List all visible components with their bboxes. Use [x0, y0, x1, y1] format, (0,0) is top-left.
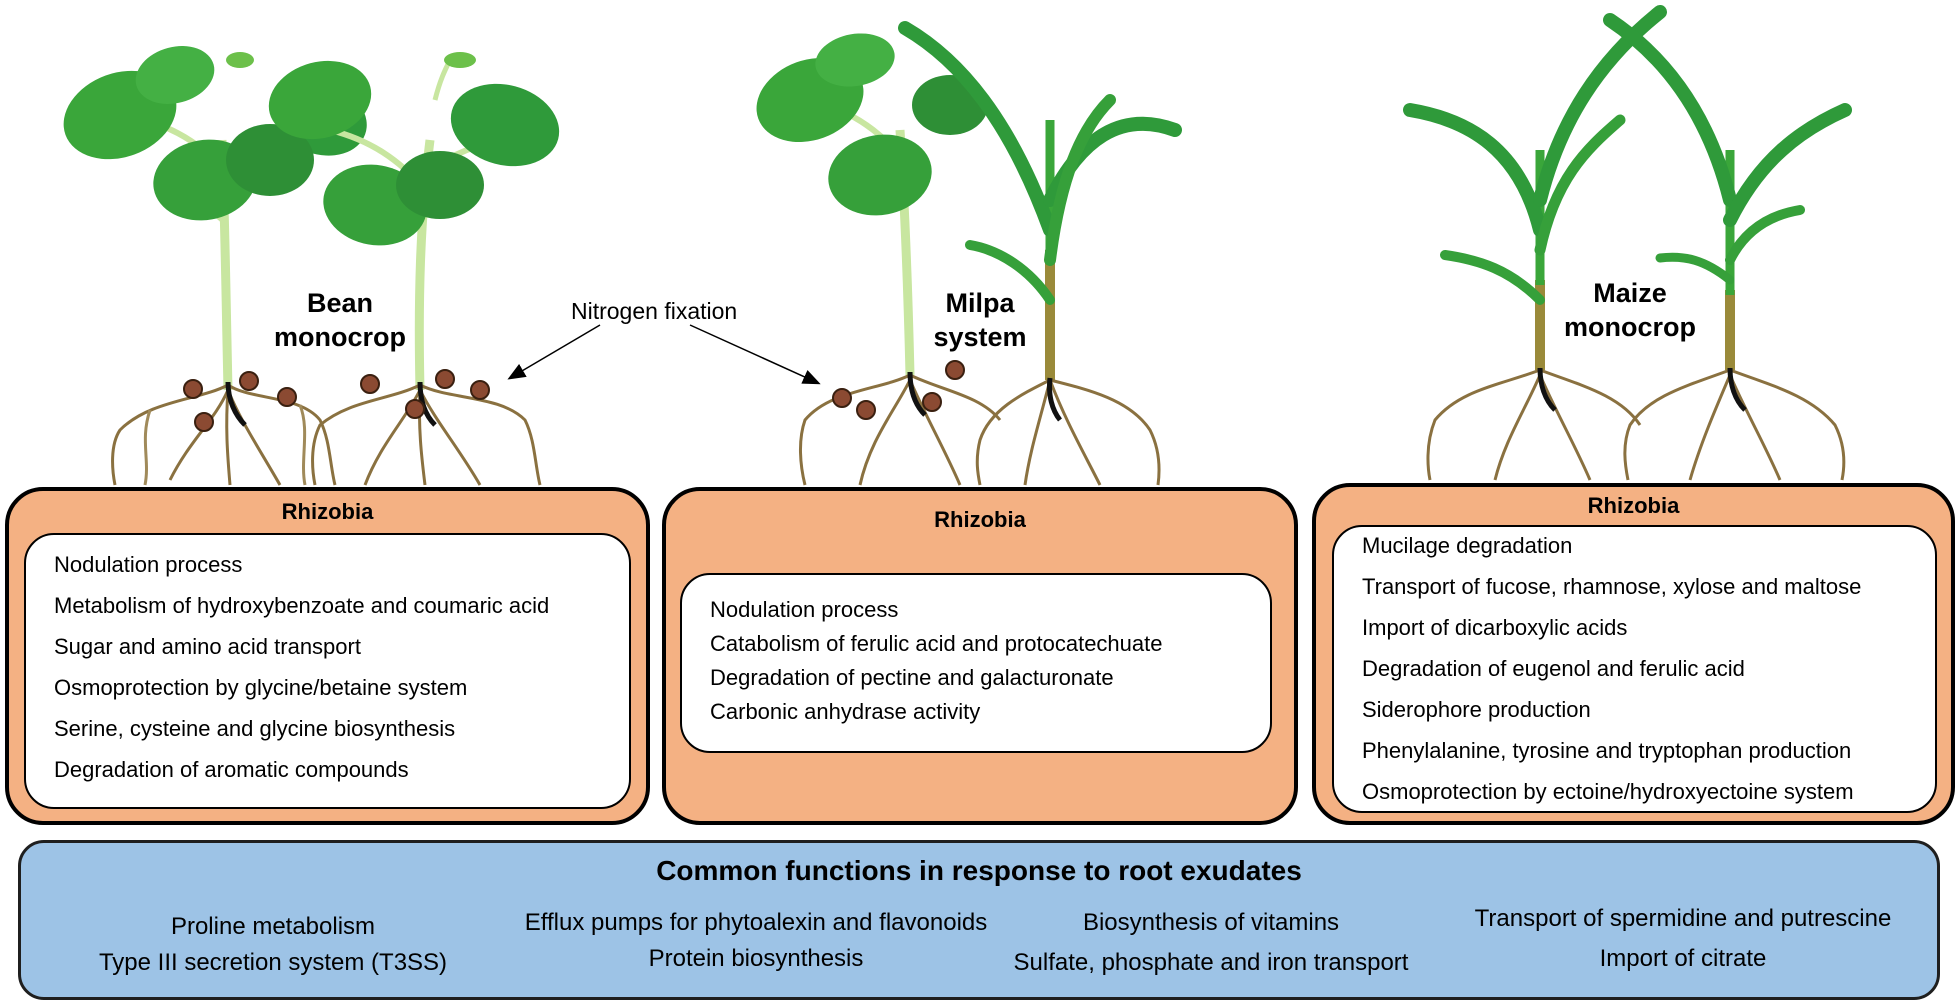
- milpa-function-item: Carbonic anhydrase activity: [710, 699, 981, 724]
- milpa-functions-box: Nodulation process Catabolism of ferulic…: [680, 573, 1272, 753]
- milpa-function-item: Catabolism of ferulic acid and protocate…: [710, 631, 1163, 656]
- label-maize-monocrop: Maize monocrop: [1564, 278, 1696, 342]
- nitrogen-fixation-label: Nitrogen fixation: [571, 298, 738, 324]
- common-function-item: Transport of spermidine and putrescine: [1474, 905, 1892, 932]
- common-function-item: Import of citrate: [1599, 945, 1767, 972]
- bean-functions-box: Nodulation process Metabolism of hydroxy…: [24, 533, 631, 809]
- common-function-item: Type III secretion system (T3SS): [98, 949, 448, 976]
- maize-function-item: Siderophore production: [1362, 697, 1591, 722]
- label-bean-monocrop: Bean monocrop: [274, 288, 406, 352]
- bean-rhizobia-title: Rhizobia: [281, 499, 374, 524]
- maize-function-item: Phenylalanine, tyrosine and tryptophan p…: [1362, 738, 1852, 763]
- maize-function-item: Mucilage degradation: [1362, 533, 1573, 558]
- common-function-item: Protein biosynthesis: [648, 945, 864, 972]
- milpa-function-item: Nodulation process: [710, 597, 899, 622]
- common-function-item: Proline metabolism: [170, 913, 376, 940]
- common-function-item: Biosynthesis of vitamins: [1082, 909, 1340, 936]
- bean-function-item: Degradation of aromatic compounds: [54, 757, 409, 782]
- maize-function-item: Transport of fucose, rhamnose, xylose an…: [1362, 574, 1862, 599]
- milpa-bean-plant: [756, 33, 988, 376]
- bean-function-item: Nodulation process: [54, 552, 243, 577]
- common-function-item: Efflux pumps for phytoalexin and flavono…: [524, 909, 988, 936]
- common-functions-panel: Common functions in response to root exu…: [18, 840, 1940, 1000]
- maize-plant-left: [1403, 5, 1667, 370]
- bean-function-item: Sugar and amino acid transport: [54, 634, 361, 659]
- maize-function-item: Import of dicarboxylic acids: [1362, 615, 1628, 640]
- maize-rhizobia-title: Rhizobia: [1587, 493, 1680, 518]
- milpa-rhizobia-title: Rhizobia: [934, 507, 1026, 532]
- bean-function-item: Metabolism of hydroxybenzoate and coumar…: [54, 593, 550, 618]
- milpa-rhizobia-panel: Rhizobia Nodulation process Catabolism o…: [662, 487, 1298, 825]
- maize-rhizobia-panel: Rhizobia Mucilage degradation Transport …: [1312, 483, 1955, 825]
- maize-function-item: Osmoprotection by ectoine/hydroxyectoine…: [1362, 779, 1854, 804]
- arrow-to-milpa-nodules: [689, 324, 821, 385]
- bean-plant-right: [268, 52, 560, 391]
- bean-function-item: Serine, cysteine and glycine biosynthesi…: [54, 716, 456, 741]
- milpa-function-item: Degradation of pectine and galacturonate: [710, 665, 1114, 690]
- bean-rhizobia-panel: Rhizobia Nodulation process Metabolism o…: [5, 487, 650, 825]
- bean-function-item: Osmoprotection by glycine/betaine system: [54, 675, 468, 700]
- arrow-to-bean-nodules: [507, 324, 601, 380]
- maize-functions-box: Mucilage degradation Transport of fucose…: [1332, 525, 1937, 813]
- label-milpa-system: Milpa system: [933, 288, 1027, 352]
- root-nodules: [183, 360, 965, 432]
- maize-plant-right: [1603, 13, 1852, 370]
- common-function-item: Sulfate, phosphate and iron transport: [1013, 949, 1409, 976]
- milpa-maize-plant: [898, 21, 1182, 380]
- common-functions-title: Common functions in response to root exu…: [656, 855, 1302, 886]
- maize-function-item: Degradation of eugenol and ferulic acid: [1362, 656, 1745, 681]
